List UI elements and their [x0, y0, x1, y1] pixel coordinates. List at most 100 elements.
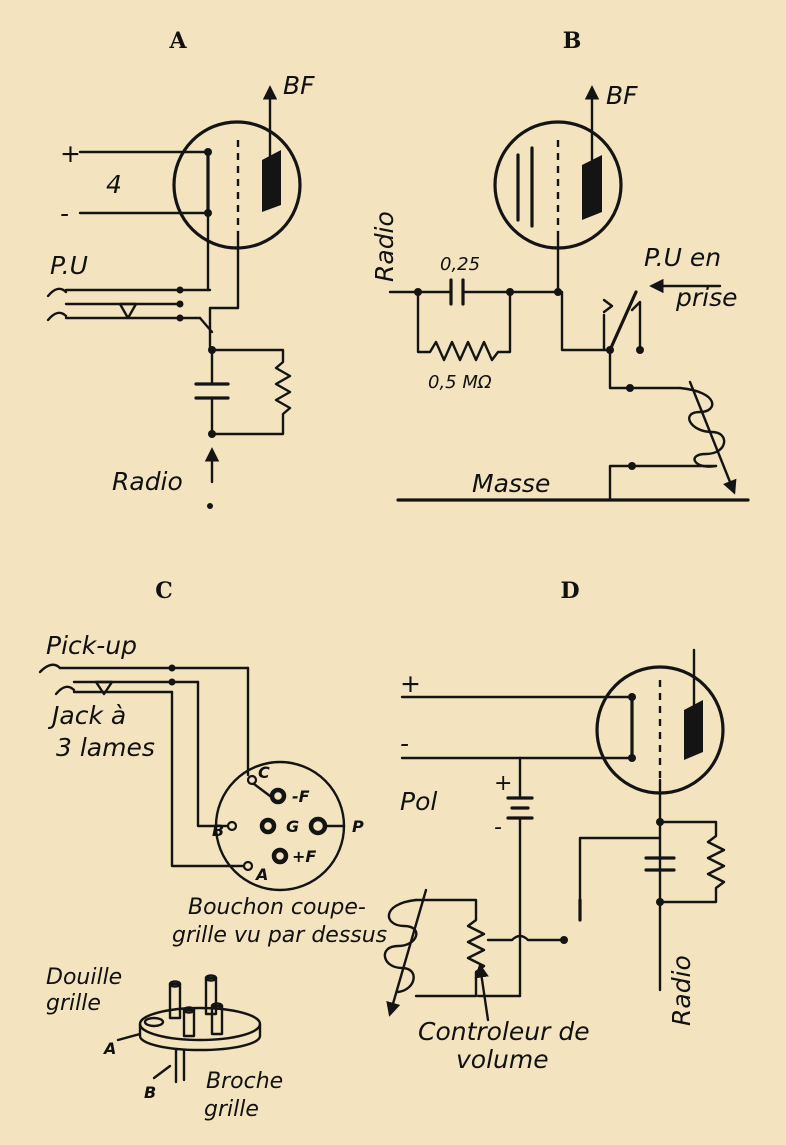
panel-d-radio-label: Radio — [667, 955, 696, 1026]
panel-b-coil — [678, 386, 726, 468]
panel-c-broche-label-1: Broche — [206, 1069, 283, 1094]
panel-c-pin-b-hole — [226, 820, 238, 832]
panel-d-potentiometer — [414, 898, 486, 998]
panel-c-pickup-label: Pick-up — [46, 631, 137, 660]
panel-d-plus-label: + — [400, 669, 421, 698]
panel-a-plus-label: + — [60, 139, 81, 168]
panel-d-battery-plus: + — [494, 771, 512, 796]
panel-b-node — [414, 288, 422, 296]
panel-b-node — [554, 288, 562, 296]
panel-a: A BF + - 4 P.U — [46, 28, 315, 509]
panel-d-coil-arrow — [386, 888, 428, 1017]
panel-d-minus-label: - — [400, 729, 409, 758]
panel-c-jack-label-2: 3 lames — [56, 733, 155, 762]
panel-a-node — [208, 346, 216, 354]
panel-d-plate — [684, 700, 703, 760]
panel-c-pin-a-hole — [242, 860, 254, 872]
panel-c-pin-minus-f-label: -F — [292, 787, 310, 806]
panel-c-pin-plus-f-label: +F — [292, 847, 316, 866]
panel-c-jack-contact — [94, 680, 114, 696]
panel-a-node — [176, 286, 184, 294]
panel-b-wire — [608, 464, 718, 502]
panel-a-value-label: 4 — [106, 170, 122, 199]
panel-c-b-label: B — [144, 1083, 156, 1102]
panel-c-pin-p-label: P — [352, 817, 364, 836]
panel-c: C Pick-up Jack à 3 lames C B A G P -F +F… — [38, 578, 387, 1122]
panel-b-node — [506, 288, 514, 296]
panel-c-node — [168, 678, 176, 686]
panel-c-header: C — [155, 578, 173, 604]
panel-b-resistor — [416, 290, 512, 362]
panel-d-resistor — [658, 820, 726, 904]
panel-b-wire — [608, 348, 682, 390]
panel-c-douille-label-1: Douille — [46, 965, 122, 990]
panel-c-pin-g-label: G — [286, 817, 299, 836]
panel-c-pin-plus-f — [271, 847, 289, 865]
panel-c-a-label: A — [102, 1039, 116, 1058]
panel-c-node — [168, 664, 176, 672]
panel-a-header: A — [168, 28, 187, 54]
panel-a-wire — [198, 316, 214, 334]
panel-c-pin-minus-f — [269, 787, 287, 805]
panel-c-socket-label-2: grille vu par dessus — [172, 923, 387, 948]
panel-d-volume-label-2: volume — [456, 1045, 549, 1074]
panel-b-switch-contact — [602, 298, 614, 314]
panel-c-jack-tip — [38, 663, 62, 674]
panel-c-jack-label-1: Jack à — [47, 701, 126, 730]
panel-d-node — [628, 754, 636, 762]
panel-b-pickup-label-2: prise — [675, 283, 738, 312]
panel-d-coil — [383, 898, 418, 994]
panel-b-wire — [560, 290, 612, 352]
panel-b-pickup-label-1: P.U en — [644, 243, 721, 272]
panel-d-wiper-wire — [486, 934, 566, 942]
panel-a-bf-label: BF — [283, 71, 315, 100]
panel-a-node — [176, 300, 184, 308]
panel-b-switch-contact — [630, 300, 642, 352]
panel-b-radio-label: Radio — [370, 211, 399, 282]
panel-c-douille-label-2: grille — [46, 991, 101, 1016]
panel-a-node — [208, 430, 216, 438]
panel-d-node — [560, 936, 568, 944]
panel-a-node — [176, 314, 184, 322]
panel-a-jack-contact — [118, 302, 138, 320]
panel-d-header: D — [560, 578, 579, 604]
panel-c-pin-c-hole — [246, 774, 258, 786]
panel-b-capacitor-label: 0,25 — [440, 254, 480, 275]
panel-d: D + - Pol + - Radio — [383, 578, 726, 1074]
panel-b: B BF Radio 0,25 0,5 MΩ P.U en prise — [370, 28, 750, 502]
panel-b-ground-label: Masse — [472, 469, 550, 498]
panel-c-pin-p — [308, 816, 328, 836]
panel-c-pin-g — [259, 817, 277, 835]
panel-d-pol-label: Pol — [400, 787, 437, 816]
panel-a-pickup-label: P.U — [50, 251, 88, 280]
panel-d-volume-arrow — [474, 963, 490, 1022]
panel-b-switch-blade — [608, 290, 638, 352]
panel-b-node — [628, 462, 636, 470]
panel-a-jack-tip — [46, 287, 68, 298]
panel-c-wire-b — [196, 680, 230, 828]
panel-a-jack-tip — [46, 311, 68, 322]
panel-c-plug-illustration — [116, 974, 262, 1084]
panel-c-pin-b-label: B — [212, 821, 224, 840]
panel-c-wire — [252, 782, 272, 798]
panel-b-plate — [582, 155, 602, 220]
panel-c-socket-label-1: Bouchon coupe- — [188, 895, 366, 920]
panel-c-jack-tip — [54, 685, 76, 696]
panel-c-pin-a-label: A — [254, 865, 268, 884]
panel-a-radio-label: Radio — [112, 467, 183, 496]
panel-b-node — [626, 384, 634, 392]
panel-d-wire — [578, 836, 662, 910]
panel-b-bf-label: BF — [606, 81, 638, 110]
panel-d-volume-label-1: Controleur de — [418, 1017, 590, 1046]
panel-a-plate — [262, 150, 281, 212]
panel-b-node — [636, 346, 644, 354]
panel-a-resistor — [210, 348, 292, 436]
panel-a-grid-wire — [208, 230, 240, 352]
panel-a-node — [204, 148, 212, 156]
panel-c-wire-a — [170, 690, 246, 868]
panel-d-node — [628, 693, 636, 701]
panel-a-node — [207, 503, 213, 509]
panel-a-minus-label: - — [60, 199, 69, 228]
panel-d-battery-minus: - — [494, 815, 502, 840]
